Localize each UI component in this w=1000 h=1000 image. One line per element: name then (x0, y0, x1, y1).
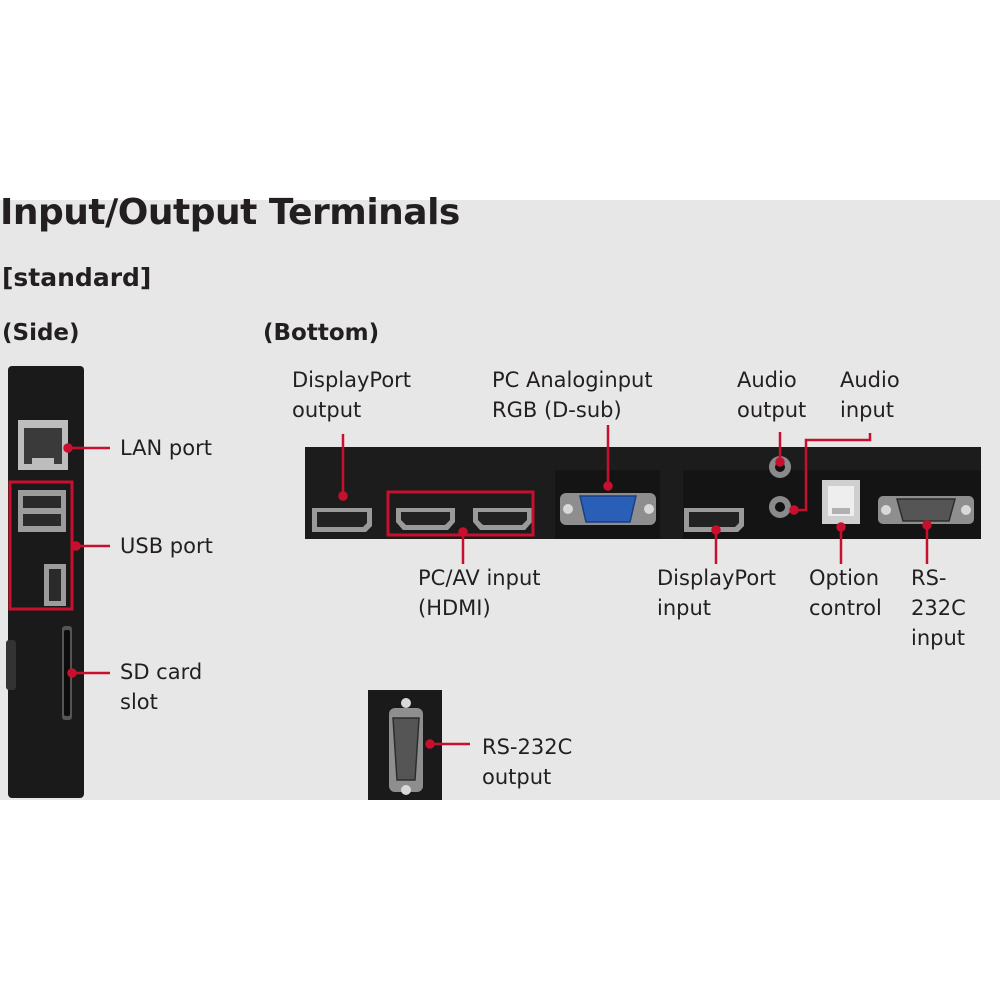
audio-input-jack (769, 496, 791, 518)
hdmi-port-1 (396, 508, 455, 530)
lan-port-label: LAN port (120, 436, 212, 460)
vga-dsub-port (560, 493, 656, 525)
usb-port-label: USB port (120, 534, 213, 558)
audio-out-leader-dot (775, 457, 785, 467)
displayport-output-label: DisplayPort output (292, 368, 412, 422)
rs232-in-leader-dot (922, 520, 932, 530)
option-control-port (822, 480, 860, 524)
audio-in-leader-dot (789, 505, 799, 515)
rs232c-output-label: RS-232C output (482, 735, 573, 789)
dp-out-leader-dot (338, 491, 348, 501)
rs232c-input-port (878, 496, 974, 524)
usb-ports (18, 490, 66, 606)
vga-leader-dot (603, 481, 613, 491)
lan-leader-dot (63, 443, 73, 453)
hdmi-port-2 (473, 508, 532, 530)
displayport-input-port (684, 508, 744, 532)
hdmi-input-label: PC/AV input (HDMI) (418, 566, 541, 620)
pc-analog-input-label: PC Analoginput RGB (D-sub) (492, 368, 653, 422)
rs232-out-leader-dot (425, 739, 435, 749)
bottom-section-heading: (Bottom) (263, 320, 380, 346)
audio-output-label: Audio output (737, 368, 807, 422)
lan-port (18, 420, 68, 470)
rs232c-output-port (389, 698, 423, 795)
hdmi-leader-dot (458, 527, 468, 537)
page-title: Input/Output Terminals (0, 192, 460, 233)
audio-input-label: Audio input (840, 368, 900, 422)
audio-in-leader-line (794, 433, 872, 512)
sd-leader-dot (67, 668, 77, 678)
side-section-heading: (Side) (2, 320, 80, 346)
dp-in-leader-dot (711, 525, 721, 535)
page-subtitle: [standard] (2, 263, 152, 292)
displayport-output-port (312, 508, 372, 532)
side-edge-detail (6, 640, 16, 690)
sd-card-slot-label: SD card slot (120, 660, 203, 714)
usb-leader-dot (71, 541, 81, 551)
rs232c-input-label: RS-232C input (911, 566, 966, 650)
option-control-label: Option control (809, 566, 882, 620)
option-leader-dot (836, 522, 846, 532)
sd-card-slot (62, 626, 72, 720)
displayport-input-label: DisplayPort input (657, 566, 777, 620)
